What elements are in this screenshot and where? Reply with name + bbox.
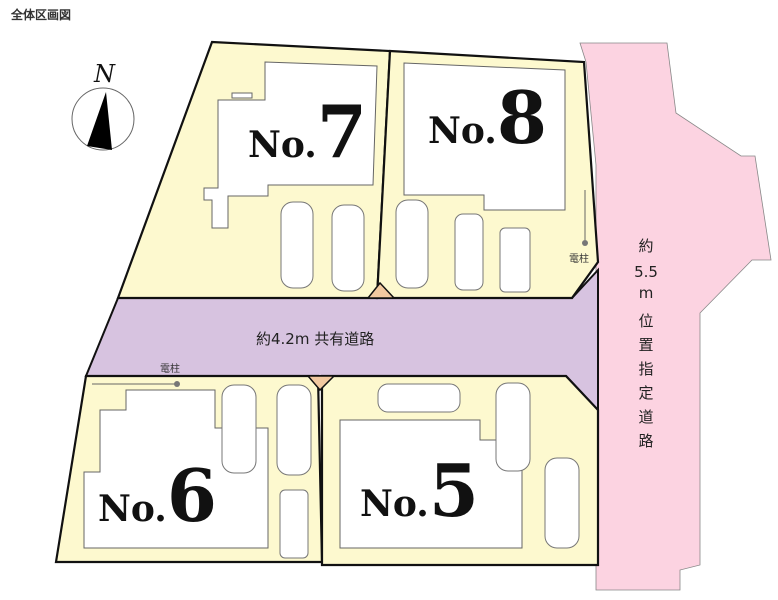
north-arrow-icon xyxy=(87,92,112,150)
car-icon xyxy=(279,489,309,559)
north-label: N xyxy=(93,60,116,88)
lot-7-label: No.7 xyxy=(248,89,367,174)
car-icon xyxy=(499,227,531,293)
designated-road-label: 約 5.5 m 位 置 指 定 道 路 xyxy=(634,237,658,450)
car-icon xyxy=(454,213,484,291)
lot-6-label: No.6 xyxy=(98,453,217,538)
utility-pole-label: 電柱 xyxy=(569,252,589,265)
parking-cars xyxy=(221,199,580,559)
car-icon xyxy=(544,457,580,549)
lot-7-house xyxy=(203,61,378,229)
lot-7-fixture xyxy=(231,92,253,99)
svg-text:路: 路 xyxy=(638,432,653,450)
car-icon xyxy=(377,383,461,413)
north-compass: N xyxy=(71,60,135,151)
junction-marker xyxy=(306,375,336,392)
designated-road xyxy=(579,42,772,591)
utility-pole-icon xyxy=(174,381,180,387)
car-icon xyxy=(276,384,312,476)
svg-text:定: 定 xyxy=(638,384,653,402)
car-icon xyxy=(280,201,314,289)
shared-road-label: 約4.2m 共有道路 xyxy=(256,330,374,348)
car-icon xyxy=(495,382,531,472)
utility-pole-icon xyxy=(582,240,588,246)
svg-text:置: 置 xyxy=(638,336,653,354)
junction-marker xyxy=(366,281,396,299)
lot-8-label: No.8 xyxy=(428,75,547,160)
svg-text:指: 指 xyxy=(638,360,653,378)
lot-5-label: No.5 xyxy=(360,448,479,533)
car-icon xyxy=(221,384,257,474)
svg-text:5.5: 5.5 xyxy=(634,263,658,281)
lot-8-house xyxy=(403,62,566,211)
svg-text:道: 道 xyxy=(638,408,653,426)
utility-pole-label: 電柱 xyxy=(160,362,180,375)
car-icon xyxy=(331,204,365,292)
car-icon xyxy=(395,199,429,289)
page-title: 全体区画図 xyxy=(11,8,72,22)
svg-text:m: m xyxy=(639,284,654,302)
svg-text:位: 位 xyxy=(638,312,653,330)
svg-text:約: 約 xyxy=(638,237,653,255)
